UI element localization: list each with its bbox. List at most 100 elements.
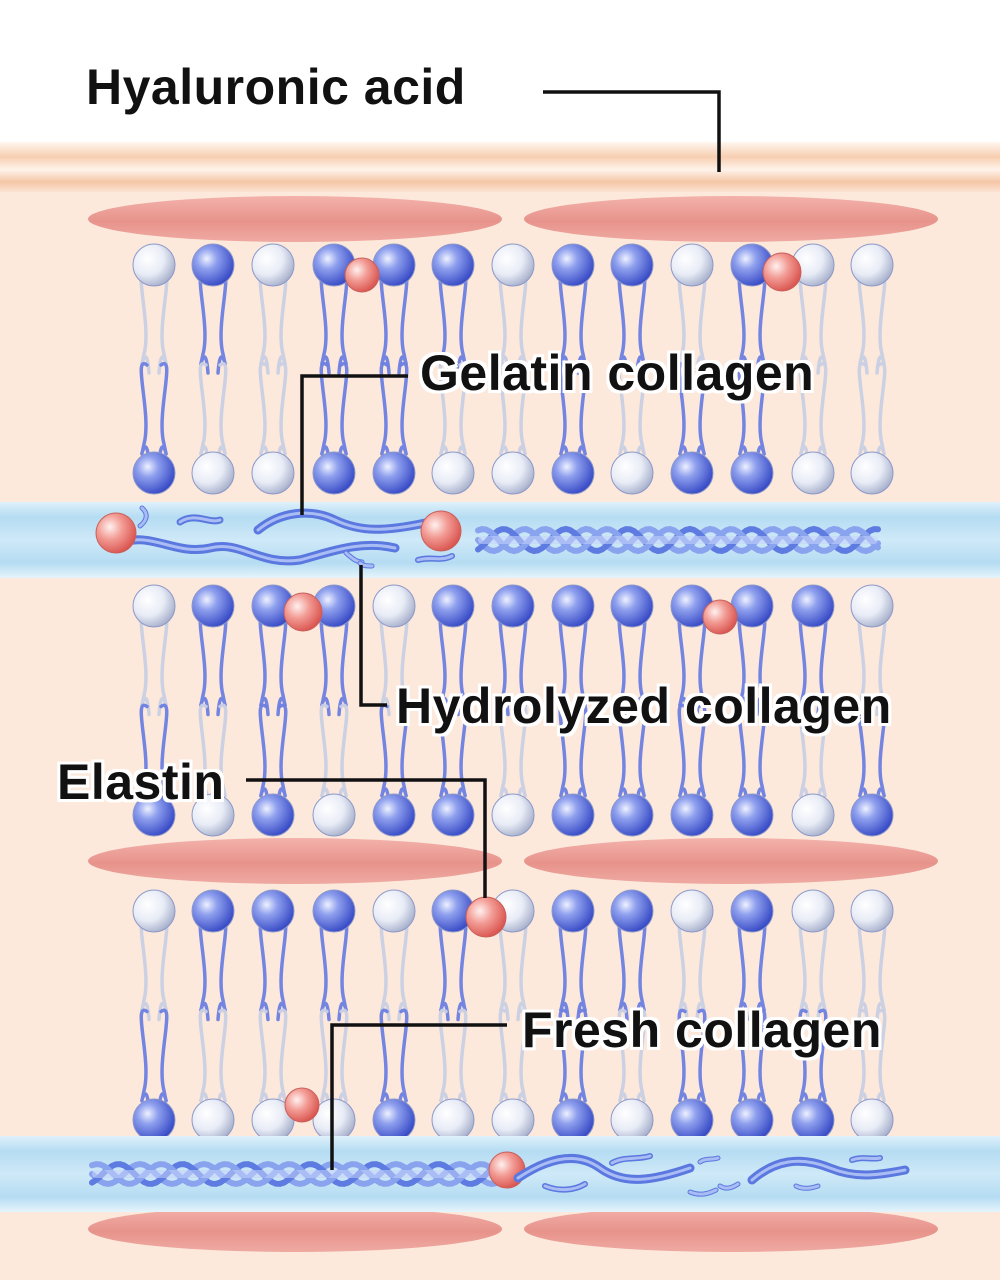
leader-line: [359, 565, 387, 707]
lipid-head: [850, 1098, 894, 1142]
lipid-tail: [635, 271, 647, 375]
lipid-tail: [157, 612, 169, 717]
lipid-tail: [379, 361, 391, 465]
lipid-head: [372, 889, 416, 933]
skin-surface-band: [0, 142, 1000, 192]
lipid-tail: [875, 1008, 887, 1112]
elastin-bead: [762, 252, 802, 292]
lipid-tail: [875, 612, 887, 717]
lipid-tail: [198, 1008, 210, 1112]
lipid-tail: [875, 271, 887, 375]
lipid-tail: [516, 612, 528, 717]
lipid-tail: [695, 1008, 707, 1112]
lipid-tail: [558, 271, 570, 375]
pink-cell: [88, 1206, 502, 1252]
lipid-tail: [258, 271, 270, 375]
elastin-bead: [465, 896, 507, 938]
lipid-tail: [857, 271, 869, 375]
lipid-tail: [558, 917, 570, 1022]
lipid-head: [312, 793, 356, 837]
lipid-head: [491, 243, 535, 287]
lipid-head: [251, 889, 295, 933]
lipid-tail: [558, 1008, 570, 1112]
lipid-tail: [677, 1008, 689, 1112]
lipid-tail: [276, 271, 288, 375]
lipid-bilayer-layer: [132, 243, 894, 1142]
lipid-head: [670, 243, 714, 287]
lipid-head: [132, 1098, 176, 1142]
lipid-tail: [755, 917, 767, 1022]
lipid-tail: [139, 1008, 151, 1112]
lipid-tail: [816, 361, 828, 465]
lipid-head: [551, 793, 595, 837]
lipid-tail: [397, 271, 409, 375]
lipid-tail: [677, 361, 689, 465]
lipid-head: [191, 451, 235, 495]
lipid-head: [610, 793, 654, 837]
lipid-tail: [617, 917, 629, 1022]
lipid-tail: [737, 361, 749, 465]
lipid-tail: [558, 612, 570, 717]
lipid-tail: [397, 1008, 409, 1112]
lipid-head: [372, 1098, 416, 1142]
lipid-tail: [216, 612, 228, 717]
lipid-head: [610, 451, 654, 495]
lipid-head: [132, 584, 176, 628]
lipid-tail: [258, 361, 270, 465]
gelatin-fiber-highlight: [750, 1159, 907, 1182]
lipid-tail: [139, 703, 151, 807]
lipid-tail: [216, 917, 228, 1022]
lipid-tail: [258, 612, 270, 717]
elastin-bead: [702, 599, 738, 635]
lipid-tail: [319, 703, 331, 807]
lipid-tail: [139, 271, 151, 375]
lipid-tail: [397, 917, 409, 1022]
lipid-tail: [258, 917, 270, 1022]
lipid-head: [850, 889, 894, 933]
lipid-tail: [617, 1008, 629, 1112]
lipid-tail: [516, 1008, 528, 1112]
lipid-tail: [498, 361, 510, 465]
lipid-head: [312, 451, 356, 495]
elastin-bead: [344, 257, 380, 293]
lipid-head: [551, 584, 595, 628]
gelatin-fiber-highlight: [718, 1182, 740, 1190]
lipid-head: [850, 584, 894, 628]
label-fresh-collagen: Fresh collagen: [522, 1002, 882, 1058]
gelatin-fiber-highlight: [256, 511, 432, 532]
lipid-head: [670, 451, 714, 495]
lipid-tail: [438, 271, 450, 375]
lipid-tail: [379, 917, 391, 1022]
lipid-tail: [258, 703, 270, 807]
lipid-tail: [216, 361, 228, 465]
lipid-head: [251, 451, 295, 495]
leader-line: [330, 1023, 507, 1170]
lipid-head: [491, 1098, 535, 1142]
lipid-tail: [635, 361, 647, 465]
lipid-head: [431, 243, 475, 287]
gelatin-fiber-highlight: [850, 1156, 882, 1162]
pink-cell: [524, 1206, 938, 1252]
lipid-tail: [737, 1008, 749, 1112]
lipid-tail: [875, 703, 887, 807]
fiber-highlight: [478, 536, 878, 544]
lipid-head: [251, 243, 295, 287]
lipid-tail: [198, 271, 210, 375]
lipid-tail: [276, 361, 288, 465]
lipid-tail: [157, 271, 169, 375]
elastin-bead: [283, 592, 323, 632]
lipid-head: [551, 1098, 595, 1142]
lipid-tail: [677, 271, 689, 375]
lipid-head: [551, 243, 595, 287]
twisted-collagen-fiber: [475, 525, 881, 555]
lipid-head: [372, 451, 416, 495]
lipid-tail: [755, 361, 767, 465]
leader-line: [246, 778, 487, 898]
lipid-tail: [516, 703, 528, 807]
lipid-tail: [438, 917, 450, 1022]
lipid-tail: [755, 1008, 767, 1112]
lipid-tail: [677, 703, 689, 807]
lipid-tail: [379, 271, 391, 375]
lipid-tail: [456, 1008, 468, 1112]
